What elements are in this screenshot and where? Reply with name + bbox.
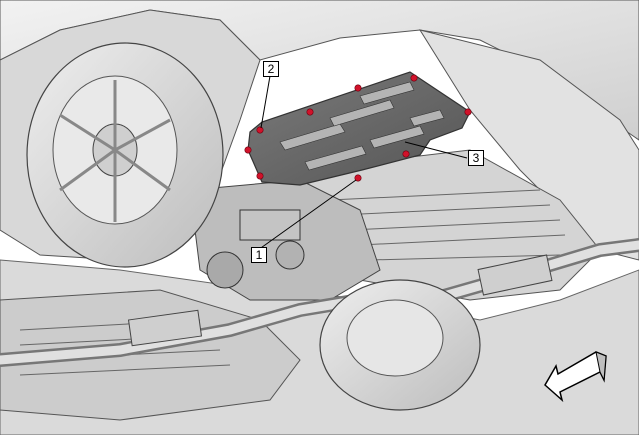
front-direction-arrow-icon [544, 351, 607, 403]
fastener-dot-icon [410, 74, 418, 82]
front-wheel [26, 42, 224, 268]
underbody-shield-plate [247, 71, 471, 186]
rear-wheel [319, 279, 481, 411]
fastener-dot-icon [244, 146, 252, 154]
fasteners [244, 74, 472, 182]
fastener-dot-icon [464, 108, 472, 116]
fastener-dot-icon [354, 84, 362, 92]
fastener-dot-icon [402, 150, 410, 158]
fastener-dot-icon [354, 174, 362, 182]
callout-2: 2 [263, 61, 279, 77]
leader-lines [257, 75, 468, 251]
callout-3: 3 [468, 150, 484, 166]
fastener-dot-icon [306, 108, 314, 116]
fastener-dot-icon [256, 126, 264, 134]
engine-suspension-area [189, 179, 381, 301]
fastener-dot-icon [256, 172, 264, 180]
callout-1: 1 [251, 247, 267, 263]
